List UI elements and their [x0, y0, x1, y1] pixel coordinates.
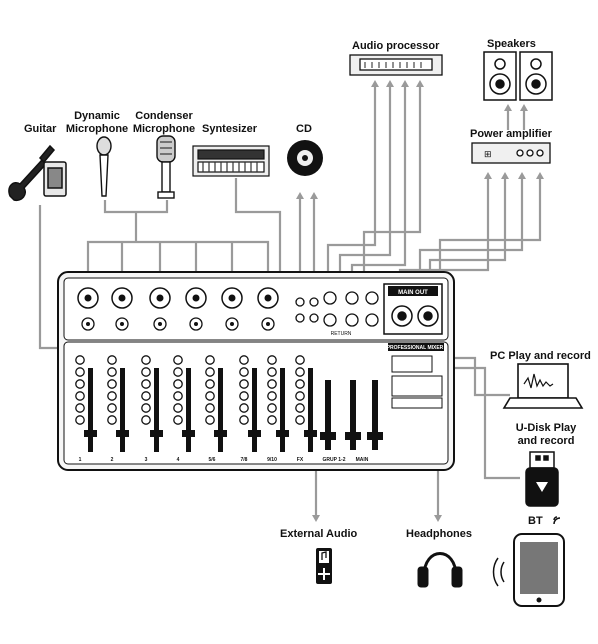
- main-out-label: MAIN OUT: [398, 290, 428, 296]
- mixer-channel-label: 2: [111, 457, 114, 463]
- condenser-microphone-label: Condenser Microphone: [132, 110, 196, 135]
- channel-strip: [141, 355, 163, 452]
- synthesizer-label: Syntesizer: [202, 123, 258, 135]
- headphones-icon: [417, 552, 463, 588]
- professional-mixer-label: PROFESSIONAL MIXER: [387, 345, 444, 351]
- cd-label: CD: [296, 123, 312, 135]
- xlr-jack: [185, 287, 207, 331]
- audio-processor-label: Audio processor: [352, 40, 440, 52]
- mixer-channel-label: 3: [145, 457, 148, 463]
- wire-mic-distribution: [86, 240, 270, 288]
- condenser-microphone-icon: [156, 135, 176, 199]
- wire-mic-drops: [120, 242, 234, 288]
- external-audio-label: External Audio: [280, 528, 358, 540]
- channel-strip: [295, 355, 317, 452]
- bt-label: BT: [528, 515, 543, 527]
- power-amplifier-icon: ⊞: [471, 142, 551, 164]
- wire-mic-bus: [103, 200, 169, 214]
- mixer-channel-label: MAIN: [356, 457, 369, 463]
- wire-processor-c: [350, 84, 407, 288]
- cd-icon: [287, 140, 323, 176]
- mixer-channel-strips: [75, 355, 317, 452]
- headphones-label: Headphones: [406, 528, 473, 540]
- main-out-jacks: [391, 305, 439, 327]
- xlr-jack: [149, 287, 171, 331]
- dynamic-microphone-label: Dynamic Microphone: [65, 110, 129, 135]
- usb-disk-icon: [525, 451, 559, 507]
- channel-strip: [173, 355, 195, 452]
- channel-strip: [107, 355, 129, 452]
- wire-processor-d: [362, 84, 422, 288]
- dynamic-microphone-icon: [96, 136, 112, 197]
- mixer-channel-label: GRUP 1-2: [323, 457, 346, 463]
- mixer-channel-label: FX: [297, 457, 304, 463]
- mixer-channel-label: 9/10: [267, 457, 277, 463]
- channel-strip: [239, 355, 261, 452]
- speakers-label: Speakers: [487, 38, 536, 50]
- mixer-channel-label: 5/6: [209, 457, 216, 463]
- wire-speakers: [506, 108, 526, 130]
- mixer-channel-label: 1: [79, 457, 82, 463]
- udisk-label: U-Disk Play and record: [515, 422, 577, 447]
- master-faders: [320, 380, 383, 450]
- mixer-channel-labels: 1 2 3 4 5/6 7/8 9/10 FX GRUP 1-2 MAIN: [79, 457, 369, 463]
- channel-strip: [267, 355, 289, 452]
- synthesizer-icon: [192, 145, 270, 177]
- xlr-jack: [221, 287, 243, 331]
- xlr-jack: [77, 287, 99, 331]
- wire-amp-c: [418, 176, 524, 288]
- return-label: RETURN: [331, 331, 352, 337]
- guitar-label: Guitar: [24, 123, 57, 135]
- audio-processor-icon: [349, 54, 443, 76]
- guitar-icon: [8, 144, 67, 202]
- mixer-channel-label: 7/8: [241, 457, 248, 463]
- wire-arrowheads: [296, 80, 544, 522]
- speakers-icon: [483, 51, 553, 101]
- wire-processor-a: [326, 84, 377, 288]
- xlr-jack: [257, 287, 279, 331]
- channel-strip: [205, 355, 227, 452]
- pc-label: PC Play and record: [490, 350, 591, 362]
- mixer-input-jacks: [77, 287, 279, 331]
- wire-synth: [234, 178, 282, 288]
- svg-text:⊞: ⊞: [484, 149, 492, 159]
- wire-amp-d: [438, 176, 542, 288]
- smartphone-icon: [492, 533, 565, 607]
- laptop-icon: [502, 363, 584, 409]
- channel-strip: [75, 355, 97, 452]
- bluetooth-signal-icon: [553, 516, 561, 525]
- wire-udisk: [455, 366, 520, 480]
- return-jacks: [295, 291, 379, 327]
- xlr-jack: [111, 287, 133, 331]
- power-amplifier-label: Power amplifier: [470, 128, 552, 140]
- mixer-channel-label: 4: [177, 457, 180, 463]
- music-player-icon: [316, 548, 332, 584]
